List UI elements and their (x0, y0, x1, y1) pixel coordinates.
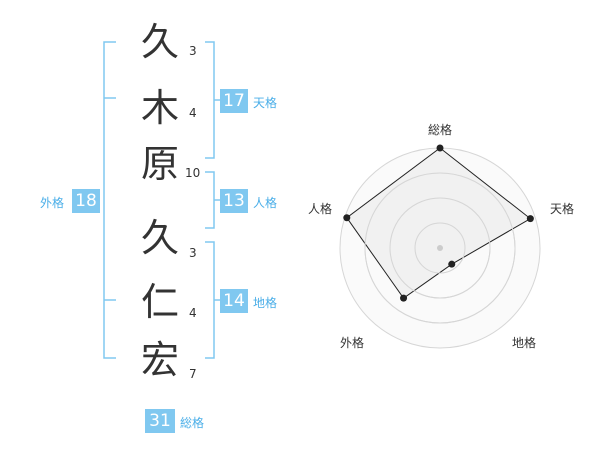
tenkaku-label: 天格 (253, 96, 278, 110)
soukaku-label: 総格 (180, 416, 205, 430)
radar-point-3 (400, 294, 408, 302)
surname-char-3: 原 (140, 142, 179, 186)
radar-label-soukaku: 総格 (428, 123, 453, 137)
given-char-3: 宏 (140, 338, 179, 382)
given-char-1: 久 (140, 216, 179, 260)
radar-point-0 (436, 144, 444, 152)
surname-strokes-3: 10 (185, 166, 201, 180)
surname-char-2: 木 (140, 86, 179, 130)
surname-strokes-2: 4 (189, 106, 197, 120)
given-char-2: 仁 (140, 280, 179, 324)
given-strokes-2: 4 (189, 306, 197, 320)
radar-grid-overlay-1 (414, 222, 466, 274)
jinkaku-value: 13 (220, 189, 248, 213)
soukaku-value: 31 (145, 409, 175, 433)
radar-grid-overlay-2 (389, 197, 491, 299)
radar-point-1 (526, 215, 534, 223)
radar-grid-overlay-3 (364, 172, 516, 324)
radar-point-4 (343, 214, 351, 222)
radar-center-dot (437, 245, 443, 251)
given-strokes-3: 7 (189, 367, 197, 381)
given-strokes-1: 3 (189, 246, 197, 260)
radar-label-jinkaku: 人格 (308, 202, 333, 216)
radar-label-chikaku: 地格 (512, 336, 537, 350)
chikaku-label: 地格 (253, 296, 278, 310)
radar-point-2 (448, 260, 456, 268)
gaikaku-bracket (103, 41, 116, 359)
surname-char-1: 久 (140, 20, 179, 64)
gaikaku-label: 外格 (40, 196, 65, 210)
gaikaku-value: 18 (72, 189, 100, 213)
radar-label-tenkaku: 天格 (550, 202, 575, 216)
chikaku-value: 14 (220, 289, 248, 313)
radar-label-gaikaku: 外格 (340, 336, 365, 350)
surname-strokes-1: 3 (189, 44, 197, 58)
tenkaku-value: 17 (220, 89, 248, 113)
jinkaku-label: 人格 (253, 196, 278, 210)
